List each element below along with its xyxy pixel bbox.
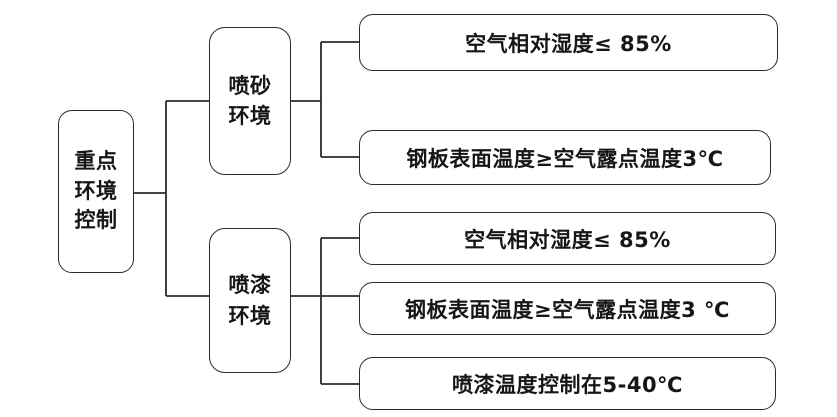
node-painting-humidity-label: 空气相对湿度≤ 85% (464, 227, 671, 252)
node-painting-temperature[interactable]: 喷漆温度控制在5-40℃ (359, 357, 776, 410)
node-painting-humidity[interactable]: 空气相对湿度≤ 85% (359, 212, 776, 265)
node-blasting-dewpoint-label: 钢板表面温度≥空气露点温度3℃ (406, 146, 724, 171)
node-painting-environment-label: 喷漆 环境 (228, 273, 272, 328)
node-painting-environment[interactable]: 喷漆 环境 (209, 228, 291, 373)
node-blasting-environment[interactable]: 喷砂 环境 (209, 27, 291, 175)
node-painting-temperature-label: 喷漆温度控制在5-40℃ (452, 372, 683, 397)
node-key-environment-control[interactable]: 重点 环境 控制 (58, 110, 134, 273)
node-painting-dewpoint[interactable]: 钢板表面温度≥空气露点温度3 ℃ (359, 282, 776, 335)
node-blasting-humidity-label: 空气相对湿度≤ 85% (465, 31, 672, 56)
node-blasting-environment-label: 喷砂 环境 (228, 73, 272, 128)
node-painting-dewpoint-label: 钢板表面温度≥空气露点温度3 ℃ (405, 297, 730, 322)
node-key-environment-control-label: 重点 环境 控制 (74, 148, 118, 233)
node-blasting-dewpoint[interactable]: 钢板表面温度≥空气露点温度3℃ (359, 130, 771, 185)
node-blasting-humidity[interactable]: 空气相对湿度≤ 85% (359, 14, 778, 71)
